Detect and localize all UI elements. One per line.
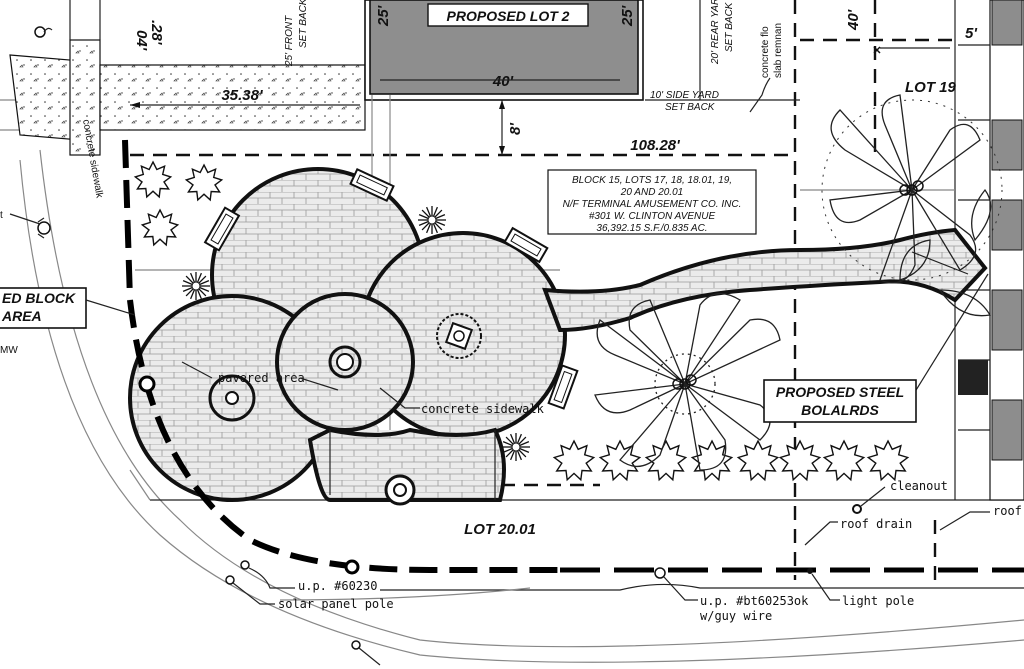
side-setback-1: 10' SIDE YARD (650, 90, 719, 101)
dim-35-38: 35.38' (221, 87, 263, 104)
side-setback-2: SET BACK (665, 102, 716, 113)
dim-25-right: 25' (619, 5, 636, 27)
block-area-callout-1: ED BLOCK (2, 290, 76, 306)
dim-25-left: 25' (375, 5, 392, 27)
lot-19-label: LOT 19 (905, 79, 957, 96)
shrub-icon (736, 439, 780, 482)
shrub-icon (822, 439, 866, 482)
dim-5: 5' (965, 25, 977, 42)
left-edge-mw: MW (0, 345, 18, 356)
pavered-area (128, 167, 988, 502)
bollard-line (122, 139, 1024, 575)
concrete-sidewalk-label: concrete sidewalk (421, 402, 545, 416)
bollard-callout-1: PROPOSED STEEL (776, 384, 904, 400)
ornamental-plant-icon (418, 206, 446, 234)
shrubs (133, 160, 910, 482)
title-line-4: #301 W. CLINTON AVENUE (589, 211, 716, 222)
dim-8: 8' (507, 123, 524, 135)
sidewalk-strip (9, 0, 366, 156)
shrub-icon (184, 163, 224, 202)
title-line-3: N/F TERMINAL AMUSEMENT CO. INC. (563, 199, 742, 210)
title-line-5: 36,392.15 S.F./0.835 AC. (596, 223, 707, 234)
block-area-callout: ED BLOCK AREA (0, 287, 136, 329)
roof-label: roof (993, 504, 1022, 518)
front-setback-2: SET BACK (298, 0, 309, 48)
front-setback-1: 25' FRONT (284, 15, 295, 67)
dim-40-building: 40' (492, 73, 514, 90)
concrete-sidewalk-vertical: concrete sidewalk (80, 119, 105, 200)
title-line-1: BLOCK 15, LOTS 17, 18, 18.01, 19, (572, 175, 732, 186)
shrub-icon (866, 439, 910, 482)
title-line-2: 20 AND 20.01 (620, 187, 683, 198)
dim-04: 04' (133, 30, 150, 51)
bollard-callout-2: BOLALRDS (801, 402, 879, 418)
pavered-area-label: pavered area (218, 371, 305, 385)
light-pole-label: light pole (842, 594, 914, 608)
block-area-callout-2: AREA (1, 308, 42, 324)
shrub-icon (552, 439, 596, 482)
up-60230-label: u.p. #60230 (298, 579, 377, 593)
lot-20-01-label: LOT 20.01 (464, 521, 536, 538)
dimension-lines: 35.38' 8' 108.28' 40' 04' .28' 5' (130, 9, 977, 155)
benches (203, 167, 579, 410)
tree-lot19 (821, 94, 1003, 284)
shrub-icon (140, 208, 180, 247)
street-curbs (0, 99, 1024, 663)
proposed-lot-2-building: PROPOSED LOT 2 40' 25' 25' (364, 0, 644, 101)
cleanout-label: cleanout (890, 479, 948, 493)
concrete-slab-1: concrete flo (760, 26, 771, 78)
site-fixtures (208, 313, 482, 506)
shrub-icon (133, 160, 173, 199)
bollard-callout: PROPOSED STEEL BOLALRDS (763, 251, 989, 423)
dim-108-28: 108.28' (630, 137, 680, 154)
ornamental-plant-icon (502, 433, 530, 461)
right-building-column (958, 0, 1024, 501)
rear-setback-2: SET BACK (724, 1, 735, 52)
ornamental-plant-icon (182, 272, 210, 300)
roof-drain-label: roof drain (840, 517, 912, 531)
rear-setback-1: 20' REAR YARD (710, 0, 721, 65)
plan-notes: LOT 19 LOT 20.01 pavered area concrete s… (0, 26, 1022, 666)
dim-28: .28' (148, 20, 165, 45)
proposed-lot-title: PROPOSED LOT 2 (447, 8, 570, 24)
shrub-icon (778, 439, 822, 482)
up-bt60253ok-label: u.p. #bt60253ok (700, 594, 809, 608)
guy-wire-label: w/guy wire (700, 609, 772, 623)
tree-leaves-right (899, 188, 992, 317)
solar-panel-pole-label: solar panel pole (278, 597, 394, 611)
title-block: BLOCK 15, LOTS 17, 18, 18.01, 19, 20 AND… (547, 169, 757, 235)
concrete-slab-2: slab remnan (773, 23, 784, 78)
dim-40-top: 40' (845, 9, 862, 31)
left-edge-t: t (0, 210, 3, 221)
shrub-icon (644, 439, 688, 482)
trees (594, 94, 1003, 471)
